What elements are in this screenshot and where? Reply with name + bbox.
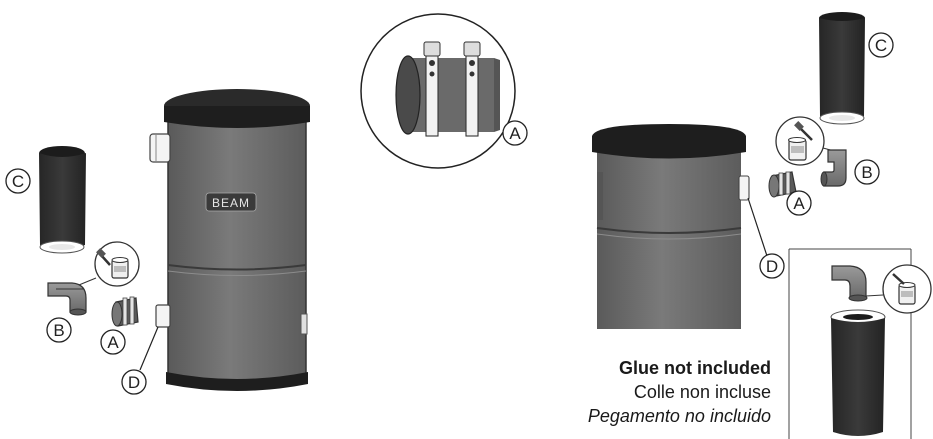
side-latch bbox=[301, 314, 307, 334]
vacuum-body bbox=[168, 118, 306, 386]
label-b-right: B bbox=[855, 160, 879, 184]
label-a-detail: A bbox=[503, 121, 527, 145]
svg-text:A: A bbox=[793, 194, 805, 213]
svg-text:C: C bbox=[12, 172, 24, 191]
label-a-right: A bbox=[787, 191, 811, 215]
label-b-left: B bbox=[47, 318, 71, 342]
filter-left bbox=[39, 146, 86, 253]
assembly-inset bbox=[789, 249, 931, 439]
svg-text:C: C bbox=[875, 36, 887, 55]
coupling-left bbox=[112, 297, 138, 326]
elbow-fitting-right bbox=[821, 150, 846, 186]
svg-text:B: B bbox=[861, 163, 872, 182]
glue-notice-french: Colle non incluse bbox=[634, 380, 771, 404]
vacuum-unit-left: BEAM bbox=[150, 89, 310, 391]
vacuum-lid-right bbox=[592, 124, 746, 159]
svg-text:D: D bbox=[128, 373, 140, 392]
label-d-right: D bbox=[748, 198, 784, 278]
vacuum-lid bbox=[164, 106, 310, 128]
filter-right bbox=[819, 12, 865, 124]
label-c-left: C bbox=[6, 169, 30, 193]
svg-text:D: D bbox=[766, 257, 778, 276]
label-c-right: C bbox=[869, 33, 893, 57]
svg-text:B: B bbox=[53, 321, 64, 340]
outlet-port bbox=[150, 134, 170, 162]
label-a-left: A bbox=[101, 330, 125, 354]
label-d-left: D bbox=[122, 327, 158, 394]
outlet-port-right bbox=[739, 176, 749, 200]
svg-text:A: A bbox=[509, 124, 521, 143]
glue-notice-spanish: Pegamento no incluido bbox=[588, 404, 771, 428]
hose-clamp bbox=[426, 54, 438, 136]
elbow-fitting-left bbox=[48, 283, 86, 315]
vacuum-body-right bbox=[597, 140, 741, 329]
inlet-port bbox=[156, 305, 170, 327]
svg-text:A: A bbox=[107, 333, 119, 352]
coupling-detail bbox=[361, 14, 515, 168]
glue-notice-english: Glue not included bbox=[619, 356, 771, 380]
hose-clamp bbox=[466, 54, 478, 136]
brand-logo: BEAM bbox=[212, 196, 250, 210]
vacuum-unit-right bbox=[592, 124, 749, 329]
